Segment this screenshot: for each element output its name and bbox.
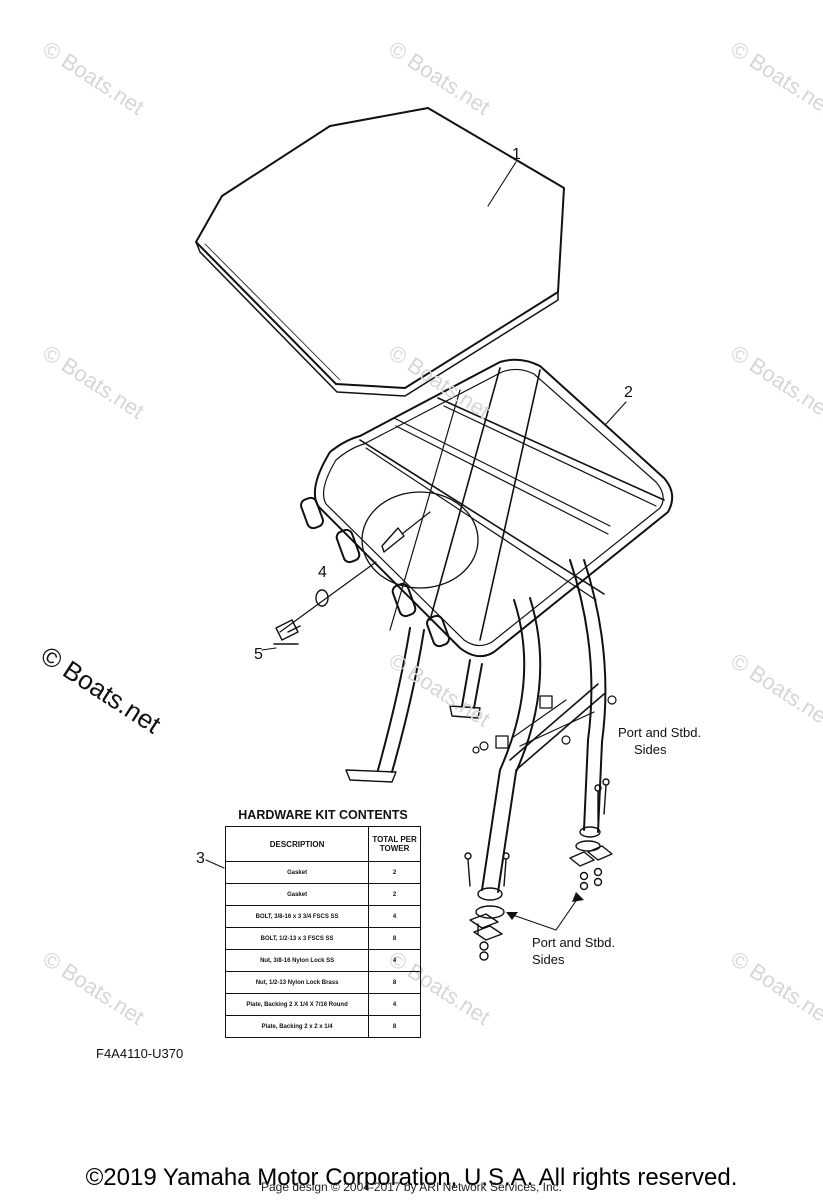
row-quantity: 4 [368, 949, 421, 972]
row-quantity: 4 [368, 905, 421, 928]
header-total: TOTAL PER TOWER [368, 826, 421, 862]
diagram-part-number: F4A4110-U370 [96, 1046, 184, 1061]
callout-3: 3 [196, 850, 205, 867]
tower-legs [345, 559, 617, 893]
row-quantity: 4 [368, 993, 421, 1016]
hardware-kit-title: HARDWARE KIT CONTENTS [238, 808, 408, 822]
mount-hardware [464, 778, 613, 961]
callout-leaders [205, 161, 627, 931]
note-lower: Port and Stbd. Sides [532, 935, 616, 967]
row-description: Plate, Backing 2 x 2 x 1/4 [224, 1015, 370, 1038]
row-quantity: 8 [368, 927, 421, 950]
copyright-notice: ©2019 Yamaha Motor Corporation, U.S.A. A… [85, 1164, 738, 1191]
callout-1: 1 [512, 146, 521, 163]
note-upper: Port and Stbd. Sides [618, 725, 702, 757]
row-quantity: 8 [368, 971, 421, 994]
callout-2: 2 [624, 384, 633, 401]
canvas-top-part [195, 107, 565, 397]
row-description: Plate, Backing 2 X 1/4 X 7/16 Round [224, 993, 370, 1016]
row-quantity: 2 [368, 861, 421, 884]
row-quantity: 2 [368, 883, 421, 906]
header-description: DESCRIPTION [224, 826, 370, 862]
row-description: BOLT, 3/8-16 x 3 3/4 FSCS SS [224, 905, 370, 928]
table-header-row: DESCRIPTION TOTAL PER TOWER [224, 826, 421, 862]
callout-4: 4 [318, 564, 327, 581]
arrow-heads [506, 892, 584, 920]
tower-frame-part [300, 358, 674, 658]
page-design-credit: Page design © 2004-2017 by ARI Network S… [260, 1180, 562, 1194]
row-description: Gasket [224, 883, 370, 906]
callout-5: 5 [254, 646, 263, 663]
row-description: Nut, 3/8-16 Nylon Lock SS [224, 949, 370, 972]
row-description: Nut, 1/2-13 Nylon Lock Brass [224, 971, 370, 994]
row-quantity: 8 [368, 1015, 421, 1038]
side-hardware-parts [273, 561, 377, 645]
row-description: Gasket [224, 861, 370, 884]
row-description: BOLT, 1/2-13 x 3 FSCS SS [224, 927, 370, 950]
